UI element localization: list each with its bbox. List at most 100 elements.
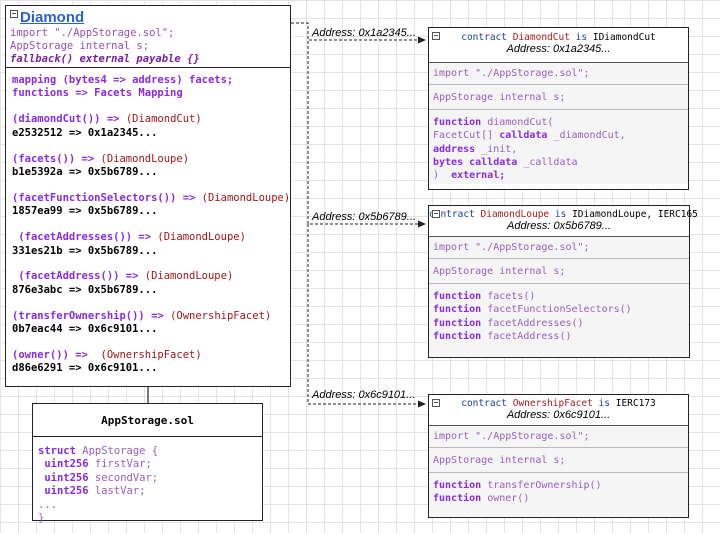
- function-name: facetAddress(): [481, 330, 572, 342]
- selector-arrow: =>: [68, 348, 101, 361]
- selector-facet: (DiamondLoupe): [144, 270, 234, 283]
- contract-keyword: contract: [429, 209, 475, 220]
- param-name: _init,: [475, 143, 518, 155]
- selector-hash: 0b7eac44 => 0x6c9101...: [12, 323, 158, 336]
- collapse-icon[interactable]: [432, 32, 440, 40]
- selector-hash: 876e3abc => 0x5b6789...: [12, 283, 158, 296]
- contract-name: DiamondCut: [512, 32, 570, 43]
- contract-keyword: contract: [461, 398, 507, 409]
- selector-row: (owner()) => (OwnershipFacet): [12, 349, 284, 362]
- field-type: uint256: [44, 485, 89, 498]
- diamondloupe-contract-box[interactable]: contract DiamondLoupe is IDiamondLoupe, …: [428, 205, 698, 358]
- import-line: import "./AppStorage.sol";: [433, 431, 590, 442]
- ownershipfacet-header: contract OwnershipFacet is IERC173 Addre…: [429, 395, 688, 426]
- selector-row: (facetAddresses()) => (DiamondLoupe): [12, 231, 284, 244]
- contract-keyword: contract: [461, 32, 507, 43]
- storage-line: AppStorage internal s;: [433, 92, 566, 104]
- selector-call: (facetFunctionSelectors()): [12, 191, 177, 204]
- connector-ownershipfacet: [307, 224, 419, 405]
- selector-hash: 331es21b => 0x5b6789...: [12, 244, 158, 257]
- selector-facet: (DiamondLoupe): [100, 152, 190, 165]
- struct-keyword: struct: [38, 445, 76, 457]
- diamond-contract-box[interactable]: Diamond import "./AppStorage.sol"; AppSt…: [5, 5, 291, 387]
- function-keyword: function: [433, 330, 482, 342]
- diamond-fallback-line: fallback() external payable {}: [10, 53, 200, 65]
- struct-ellipsis: ...: [38, 498, 57, 511]
- contract-address: Address: 0x1a2345...: [506, 43, 611, 55]
- function-name: facetAddresses(): [481, 317, 584, 329]
- selector-facet: (DiamondLoupe): [157, 231, 246, 244]
- function-name: owner(): [481, 493, 530, 505]
- interface-name: IERC173: [615, 398, 656, 409]
- function-name: facets(): [481, 290, 536, 302]
- field-name: firstVar;: [88, 458, 152, 471]
- function-keyword: function: [433, 304, 482, 316]
- connector-diamondloupe: [291, 22, 419, 225]
- field-name: lastVar;: [88, 485, 146, 498]
- ownershipfacet-body: import "./AppStorage.sol"; AppStorage in…: [429, 426, 688, 517]
- contract-address: Address: 0x6c9101...: [506, 409, 611, 421]
- selector-call: (facetAddresses()): [12, 231, 133, 244]
- param-type: FacetCut[]: [433, 130, 494, 142]
- function-keyword: function: [433, 317, 482, 329]
- function-keyword: function: [433, 479, 482, 491]
- storage-line: AppStorage internal s;: [433, 266, 566, 278]
- selector-hash: e2532512 => 0x1a2345...: [12, 126, 158, 139]
- diamondcut-contract-box[interactable]: contract DiamondCut is IDiamondCut Addre…: [428, 27, 689, 190]
- param-keyword: bytes calldata: [433, 156, 518, 168]
- selector-facet: (DiamondCut): [125, 113, 202, 126]
- selector-arrow: =>: [132, 231, 158, 244]
- selector-arrow: =>: [144, 309, 171, 322]
- selector-arrow: =>: [119, 270, 145, 283]
- is-keyword: is: [575, 32, 588, 43]
- param-name: _diamondCut,: [547, 130, 626, 142]
- collapse-icon[interactable]: [10, 10, 18, 18]
- field-type: uint256: [44, 458, 89, 471]
- function-name: transferOwnership(): [481, 479, 602, 491]
- import-line: import "./AppStorage.sol";: [433, 242, 590, 253]
- selector-call: (facetAddress()): [12, 270, 120, 283]
- selector-row: (facets()) => (DiamondLoupe): [12, 153, 284, 166]
- function-name: diamondCut(: [481, 116, 554, 128]
- param-keyword: calldata: [493, 130, 548, 142]
- selector-hash: b1e5392a => 0x5b6789...: [12, 165, 158, 178]
- diamond-title[interactable]: Diamond: [20, 9, 85, 26]
- struct-close: }: [38, 511, 45, 524]
- diamond-import-line: import "./AppStorage.sol";: [10, 27, 175, 39]
- diamond-body: mapping (bytes4 => address) facets; func…: [6, 68, 290, 382]
- diamondcut-header: contract DiamondCut is IDiamondCut Addre…: [429, 28, 688, 63]
- is-keyword: is: [554, 209, 567, 220]
- struct-name: AppStorage {: [75, 445, 159, 457]
- interface-name: IDiamondLoupe, IERC165: [572, 209, 698, 220]
- selector-arrow: =>: [176, 191, 202, 204]
- diamond-storage-line: AppStorage internal s;: [10, 40, 150, 52]
- diamondloupe-body: import "./AppStorage.sol"; AppStorage in…: [429, 237, 689, 357]
- interface-name: IDiamondCut: [592, 32, 656, 43]
- storage-line: AppStorage internal s;: [433, 455, 566, 467]
- selector-row: (diamondCut()) => (DiamondCut): [12, 113, 284, 126]
- connector-address-label: Address: 0x5b6789...: [312, 211, 416, 223]
- import-line: import "./AppStorage.sol";: [433, 68, 590, 79]
- selector-arrow: =>: [100, 113, 126, 126]
- diamond-header: Diamond import "./AppStorage.sol"; AppSt…: [6, 6, 290, 68]
- connector-address-label: Address: 0x1a2345...: [312, 27, 416, 39]
- external-keyword: external;: [439, 170, 506, 182]
- connector-address-label: Address: 0x6c9101...: [312, 389, 416, 401]
- arrow-diamondloupe: [418, 220, 426, 228]
- param-name: _calldata: [517, 156, 578, 168]
- selector-call: (owner()): [12, 348, 69, 361]
- selector-facet: (DiamondLoupe): [201, 191, 291, 204]
- ownershipfacet-contract-box[interactable]: contract OwnershipFacet is IERC173 Addre…: [428, 394, 689, 518]
- function-keyword: function: [433, 116, 482, 128]
- selector-arrow: =>: [75, 152, 101, 165]
- contract-name: OwnershipFacet: [512, 398, 593, 409]
- appstorage-box[interactable]: AppStorage.sol struct AppStorage { uint2…: [32, 403, 263, 524]
- diamondloupe-header: contract DiamondLoupe is IDiamondLoupe, …: [429, 206, 698, 237]
- collapse-icon[interactable]: [432, 399, 440, 407]
- contract-address: Address: 0x5b6789...: [507, 220, 611, 232]
- field-type: uint256: [44, 471, 89, 484]
- selector-call: (diamondCut()): [12, 113, 101, 126]
- collapse-icon[interactable]: [432, 210, 440, 218]
- param-keyword: address: [433, 143, 476, 155]
